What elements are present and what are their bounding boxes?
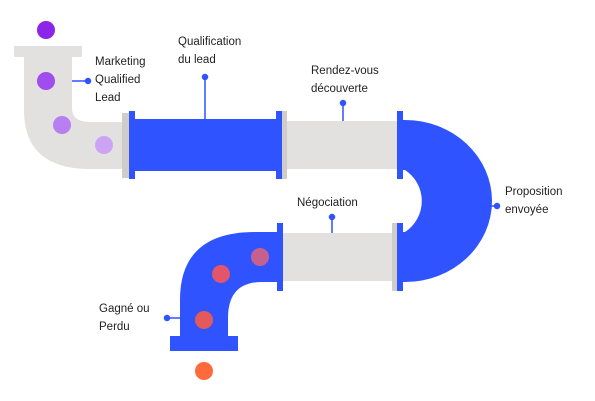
- ball: [212, 265, 230, 283]
- label-line: Marketing: [95, 56, 146, 68]
- ball: [251, 248, 269, 266]
- connector-dot-mql: [84, 77, 92, 85]
- label-mql: Marketing Qualified Lead: [95, 53, 146, 107]
- ball: [95, 136, 113, 154]
- pipe-rdv: [282, 111, 398, 179]
- ball: [53, 116, 71, 134]
- label-line: Qualified: [95, 74, 141, 86]
- label-line: Lead: [95, 92, 121, 104]
- pipe-qualification: [129, 111, 282, 179]
- label-line: du lead: [178, 54, 216, 66]
- label-line: Qualification: [178, 36, 242, 48]
- label-line: découverte: [311, 83, 368, 95]
- label-line: Proposition: [505, 186, 563, 198]
- pipe-proposition: [397, 111, 492, 291]
- label-negociation: Négociation: [297, 194, 358, 212]
- connector-dot-proposition: [493, 202, 501, 210]
- label-line: envoyée: [505, 204, 549, 216]
- label-qualification: Qualification du lead: [178, 33, 241, 69]
- pipe-negociation: [283, 223, 397, 291]
- connectors: [72, 73, 501, 322]
- label-proposition: Proposition envoyée: [505, 183, 563, 219]
- label-line: Négociation: [297, 197, 358, 209]
- pipe-outlet: [170, 223, 283, 351]
- connector-dot-qualification: [201, 73, 209, 81]
- ball: [37, 21, 55, 39]
- label-gagne: Gagné ou Perdu: [99, 300, 150, 336]
- connector-dot-negociation: [328, 213, 336, 221]
- ball: [37, 72, 55, 90]
- balls: [37, 21, 269, 380]
- ball: [195, 362, 213, 380]
- label-line: Perdu: [99, 321, 130, 333]
- label-line: Gagné ou: [99, 303, 150, 315]
- ball: [195, 311, 213, 329]
- label-rdv: Rendez-vous découverte: [311, 62, 379, 98]
- label-line: Rendez-vous: [311, 65, 379, 77]
- connector-dot-rdv: [339, 99, 347, 107]
- connector-dot-gagne: [163, 314, 171, 322]
